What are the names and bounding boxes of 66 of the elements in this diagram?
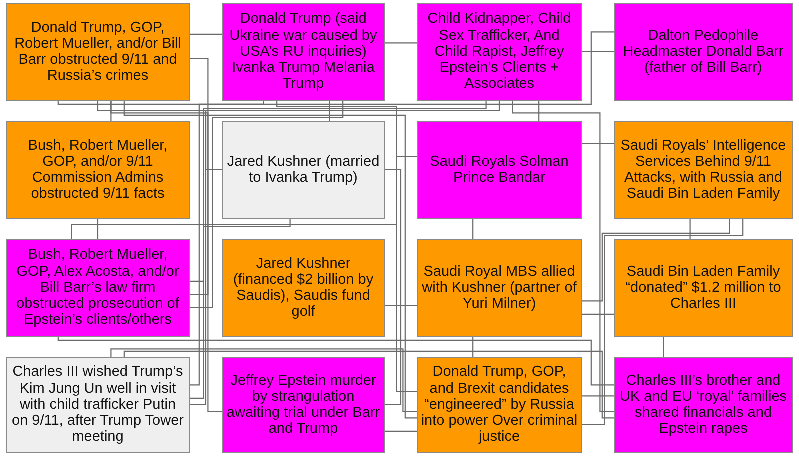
node-text: Donald Trump, GOP, and Brexit candidates “engineered” by Russia into power Over criminal justice (421, 364, 578, 446)
text-box (417, 3, 582, 101)
node-text: Donald Trump, GOP, Robert Mueller, and/or Bill Barr obstructed 9/11 and Russia’s crimes (14, 20, 182, 84)
node-text: Child Kidnapper, Child Sex Trafficker, And Child Rapist, Jeffrey Epstein’s Clients + Associates (426, 11, 572, 93)
connector-line (538, 101, 540, 121)
connector-line (190, 101, 487, 282)
connector-line (663, 337, 664, 357)
node-text: Saudi Royals Solman Prince Bandar (429, 154, 570, 186)
text-box (614, 3, 793, 101)
text-box (614, 357, 793, 453)
text-box (6, 121, 190, 219)
connector-line (582, 219, 730, 302)
connector-line (582, 219, 744, 426)
text-box (6, 3, 190, 101)
connector-line (58, 336, 614, 386)
connector-line (472, 219, 474, 239)
connector-line (124, 101, 417, 419)
text-box (417, 357, 582, 453)
text-box (614, 239, 793, 337)
node-text: Dalton Pedophile Headmaster Donald Barr (father of Bill Barr) (622, 28, 785, 76)
text-box (417, 239, 582, 337)
connector-line (58, 32, 614, 105)
connector-line (582, 314, 614, 315)
connector-line (190, 101, 344, 308)
node-text: Bush, Robert Mueller, GOP, and/or 9/11 Commission Admins obstructed 9/11 facts (27, 138, 169, 202)
text-box (222, 357, 385, 453)
text-box (6, 357, 190, 453)
node-text: Saudi Royal MBS allied with Kushner (partner of Yuri Milner) (421, 264, 578, 312)
connector-line (190, 101, 500, 406)
connector-line (690, 219, 691, 239)
connector-line (71, 156, 417, 239)
connector-line (190, 58, 209, 296)
connector-line (582, 51, 614, 53)
connector-line (97, 219, 99, 239)
connector-line (329, 101, 330, 121)
connector-line (276, 101, 417, 392)
node-text: Jeffrey Epstein murder by strangulation awaiting trial under Barr and Trump (226, 372, 381, 438)
text-box (222, 239, 385, 337)
node-text: Charles III wished Trump’s Kim Jung Un well in visit with child trafficker Putin on 9/11, after Trump Tower meeting (11, 364, 185, 446)
connector-line (512, 101, 614, 412)
text-box (222, 121, 385, 219)
node-text: Saudi Bin Laden Family “donated” $1.2 million to Charles III (624, 264, 782, 312)
connector-line (124, 350, 614, 419)
node-text: Bush, Robert Mueller, GOP, Alex Acosta, and/or Bill Barr’s law firm obstructed prosecution of Epstein’s clients/others (16, 247, 180, 329)
node-text: Saudi Royals’ Intelligence Services Behind 9/11 Attacks, with Russia and Saudi Bin Laden Family (620, 138, 788, 202)
connector-line (472, 337, 474, 357)
connector-line (190, 34, 222, 35)
connector-line (582, 143, 614, 144)
connector-line (190, 100, 264, 386)
node-text: Donald Trump (said Ukraine war caused by USA’s RU inquiries) Ivanka Trump Melania Trump (228, 11, 378, 93)
connector-line (110, 348, 417, 412)
node-text: Charles III’s brother and UK and EU ‘royal’ families shared financials and Epstein rapes (618, 372, 788, 438)
node-text: Jared Kushner (married to Ivanka Trump) (226, 154, 381, 186)
text-box (6, 239, 190, 337)
connector-line (385, 42, 417, 44)
connector-line (190, 219, 291, 399)
text-box (222, 3, 385, 101)
node-text: Jared Kushner (financed $2 billion by Saudis), Saudis fund golf (232, 256, 375, 320)
connector-line (385, 305, 417, 306)
connector-line (582, 396, 614, 397)
text-box (417, 121, 582, 219)
connector-line (97, 101, 222, 171)
connector-line (385, 430, 417, 432)
connector-line (110, 101, 222, 412)
connector-line (385, 169, 402, 406)
text-box (614, 121, 793, 219)
